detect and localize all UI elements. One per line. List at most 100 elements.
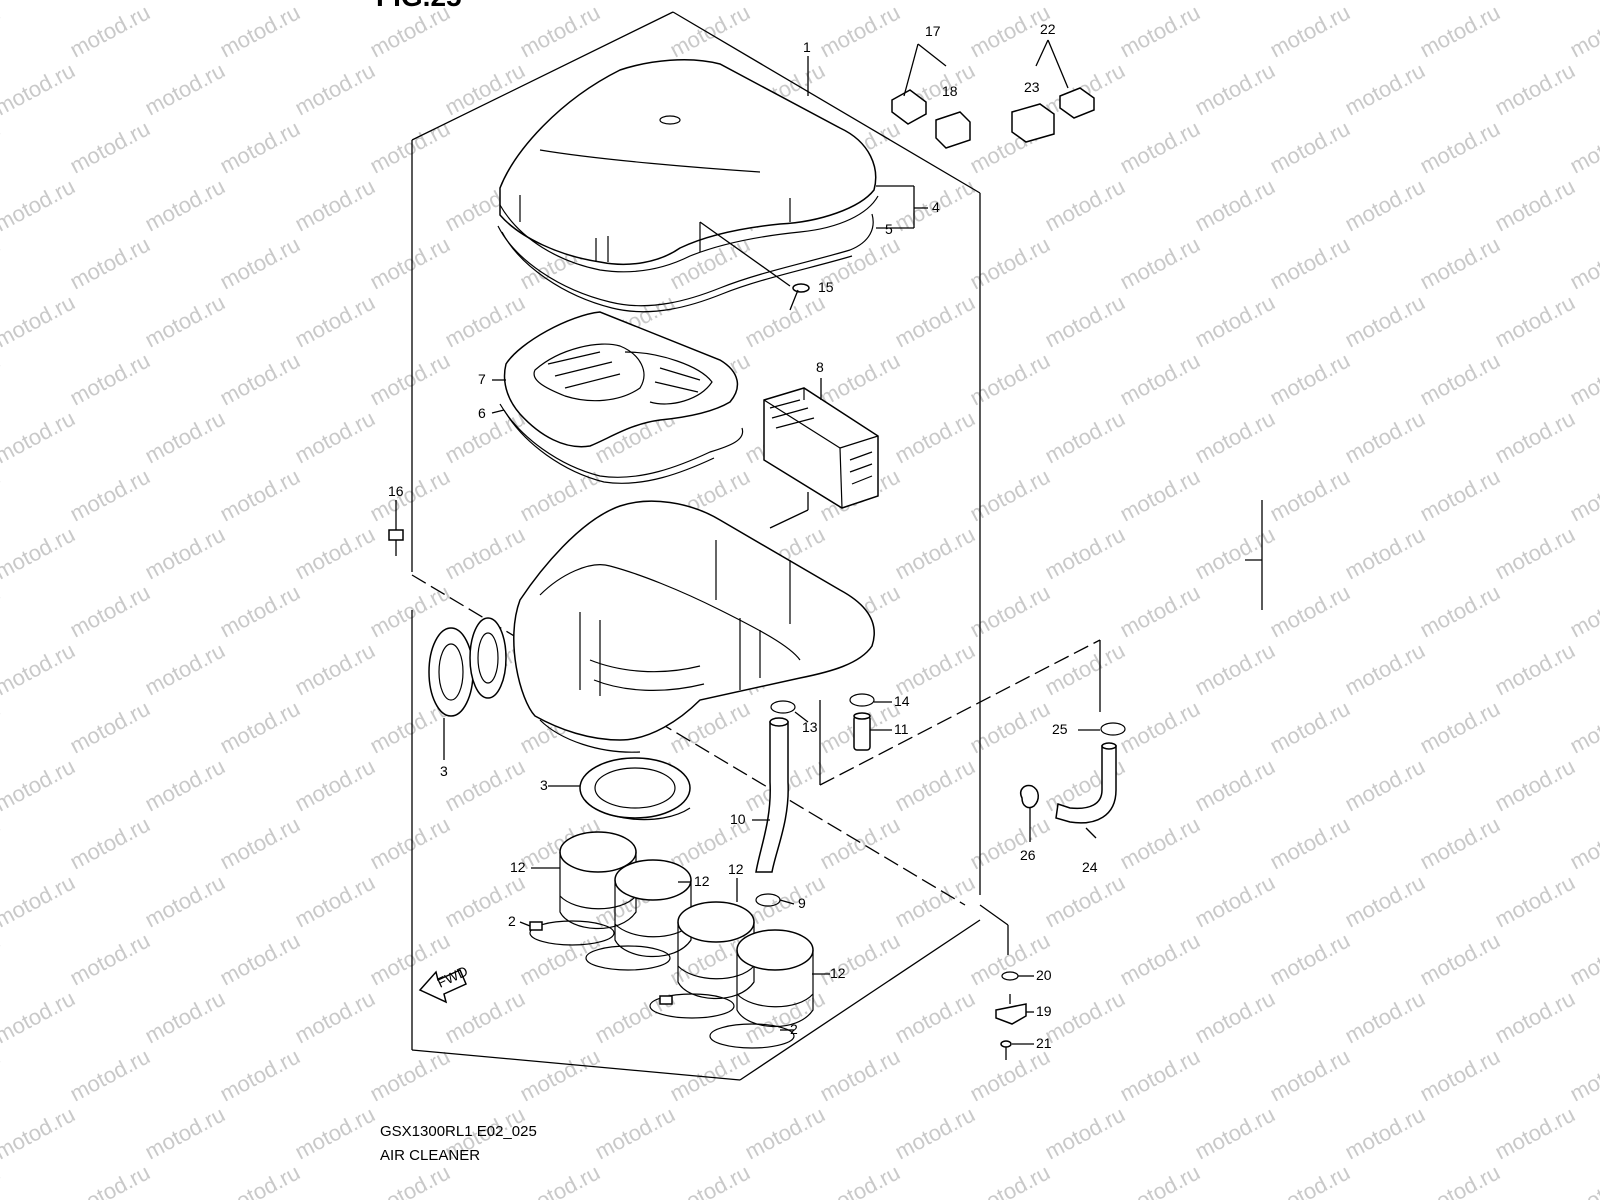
watermark-text: motod.ru [1566, 464, 1600, 527]
watermark-text: motod.ru [216, 464, 304, 527]
part-screen-box[interactable] [763, 387, 879, 509]
callout-1: 1 [803, 39, 811, 55]
watermark-text: motod.ru [66, 580, 154, 643]
watermark-text: motod.ru [1416, 696, 1504, 759]
callout-12a: 12 [510, 859, 526, 875]
boot-2[interactable] [614, 859, 692, 958]
watermark-text: motod.ru [1416, 928, 1504, 991]
watermark-text: motod.ru [1116, 116, 1204, 179]
watermark-text: motod.ru [0, 696, 4, 759]
part-air-filter-element[interactable] [503, 311, 739, 448]
watermark-text: motod.ru [441, 754, 529, 817]
watermark-text: motod.ru [0, 116, 4, 179]
part-screw-15[interactable] [789, 283, 810, 311]
watermark-text: motod.ru [291, 58, 379, 121]
watermark-text: motod.ru [1341, 58, 1429, 121]
exploded-frame [411, 11, 1263, 1081]
watermark-text: motod.ru [1566, 812, 1600, 875]
watermark-text: motod.ru [0, 870, 79, 933]
part-pcv-hose[interactable] [1055, 742, 1117, 824]
watermark-text: motod.ru [366, 232, 454, 295]
watermark-text: motod.ru [0, 522, 79, 585]
watermark-text: motod.ru [216, 116, 304, 179]
boot-3[interactable] [677, 901, 755, 1000]
part-clamps[interactable] [529, 920, 795, 1049]
watermark-text: motod.ru [1416, 580, 1504, 643]
model-code: GSX1300RL1 E02_025 [380, 1123, 537, 1140]
callout-9: 9 [798, 895, 806, 911]
watermark-text: motod.ru [1341, 1102, 1429, 1165]
watermark-text: motod.ru [291, 1102, 379, 1165]
part-drain-hose[interactable] [755, 717, 789, 873]
watermark-text: motod.ru [1191, 58, 1279, 121]
watermark-text: motod.ru [891, 754, 979, 817]
part-air-cleaner-case[interactable] [513, 500, 875, 753]
watermark-text: motod.ru [1116, 580, 1204, 643]
watermark-text: motod.ru [1116, 812, 1204, 875]
watermark-text: motod.ru [216, 812, 304, 875]
watermark-text: motod.ru [1191, 870, 1279, 933]
part-clip-25[interactable] [1100, 722, 1126, 736]
watermark-text: motod.ru [0, 0, 4, 62]
part-screw-21[interactable] [1000, 1040, 1012, 1060]
watermark-text: motod.ru [0, 638, 79, 701]
watermark-text: motod.ru [966, 812, 1054, 875]
leader-lines [395, 39, 1100, 1045]
watermark-text: motod.ru [1266, 928, 1354, 991]
callout-22: 22 [1040, 21, 1056, 37]
part-drain-plug-19[interactable] [995, 994, 1027, 1025]
watermark-text: motod.ru [816, 1044, 904, 1107]
part-cap-23[interactable] [1011, 103, 1055, 143]
part-cap[interactable] [499, 58, 879, 273]
watermark-text: motod.ru [141, 754, 229, 817]
fwd-arrow-icon: FWD [418, 963, 470, 1004]
watermark-text: motod.ru [366, 464, 454, 527]
watermark-text: motod.ru [1116, 696, 1204, 759]
boot-4[interactable] [736, 929, 814, 1028]
callout-23: 23 [1024, 79, 1040, 95]
watermark-text: motod.ru [141, 986, 229, 1049]
callout-3b: 3 [540, 777, 548, 793]
part-element-seal[interactable] [499, 403, 744, 484]
watermark-text: motod.ru [216, 232, 304, 295]
watermark-text: motod.ru [1416, 348, 1504, 411]
watermark-text: motod.ru [1191, 406, 1279, 469]
watermark-text: motod.ru [1491, 522, 1579, 585]
part-clip-26[interactable] [1020, 784, 1039, 809]
watermark-text: motod.ru [141, 0, 229, 4]
part-boots[interactable] [559, 831, 814, 1028]
part-clip-13[interactable] [770, 700, 796, 714]
watermark-text: motod.ru [1416, 1044, 1504, 1107]
watermark-text: motod.ru [1491, 58, 1579, 121]
watermark-text: motod.ru [1491, 0, 1579, 4]
watermark-text: motod.ru [1416, 116, 1504, 179]
part-clip-14[interactable] [849, 693, 875, 707]
part-connector-22[interactable] [1059, 87, 1095, 119]
part-intake-funnel-left[interactable] [428, 617, 507, 717]
part-bolt-16[interactable] [388, 529, 404, 556]
part-plug-11[interactable] [853, 712, 871, 751]
watermark-text: motod.ru [1116, 0, 1204, 62]
watermark-text: motod.ru [966, 1160, 1054, 1200]
watermark-text: motod.ru [1491, 638, 1579, 701]
boot-1[interactable] [559, 831, 637, 930]
watermark-text: motod.ru [1491, 174, 1579, 237]
watermark-text: motod.ru [1266, 116, 1354, 179]
part-intake-funnel-front[interactable] [579, 757, 691, 821]
part-cap-seal[interactable] [497, 213, 874, 313]
watermark-text: motod.ru [216, 1044, 304, 1107]
watermark-text: motod.ru [0, 290, 79, 353]
watermark-text: motod.ru [1191, 1102, 1279, 1165]
watermark-text: motod.ru [216, 928, 304, 991]
watermark-text: motod.ru [1491, 1102, 1579, 1165]
watermark-text: motod.ru [1566, 232, 1600, 295]
watermark-text: motod.ru [1341, 638, 1429, 701]
watermark-text: motod.ru [741, 290, 829, 353]
watermark-text: motod.ru [291, 406, 379, 469]
watermark-text: motod.ru [1566, 1044, 1600, 1107]
watermark-text: motod.ru [291, 986, 379, 1049]
part-cap-18[interactable] [935, 111, 971, 149]
part-connector-17[interactable] [891, 89, 927, 125]
watermark-text: motod.ru [816, 348, 904, 411]
watermark-text: motod.ru [216, 696, 304, 759]
